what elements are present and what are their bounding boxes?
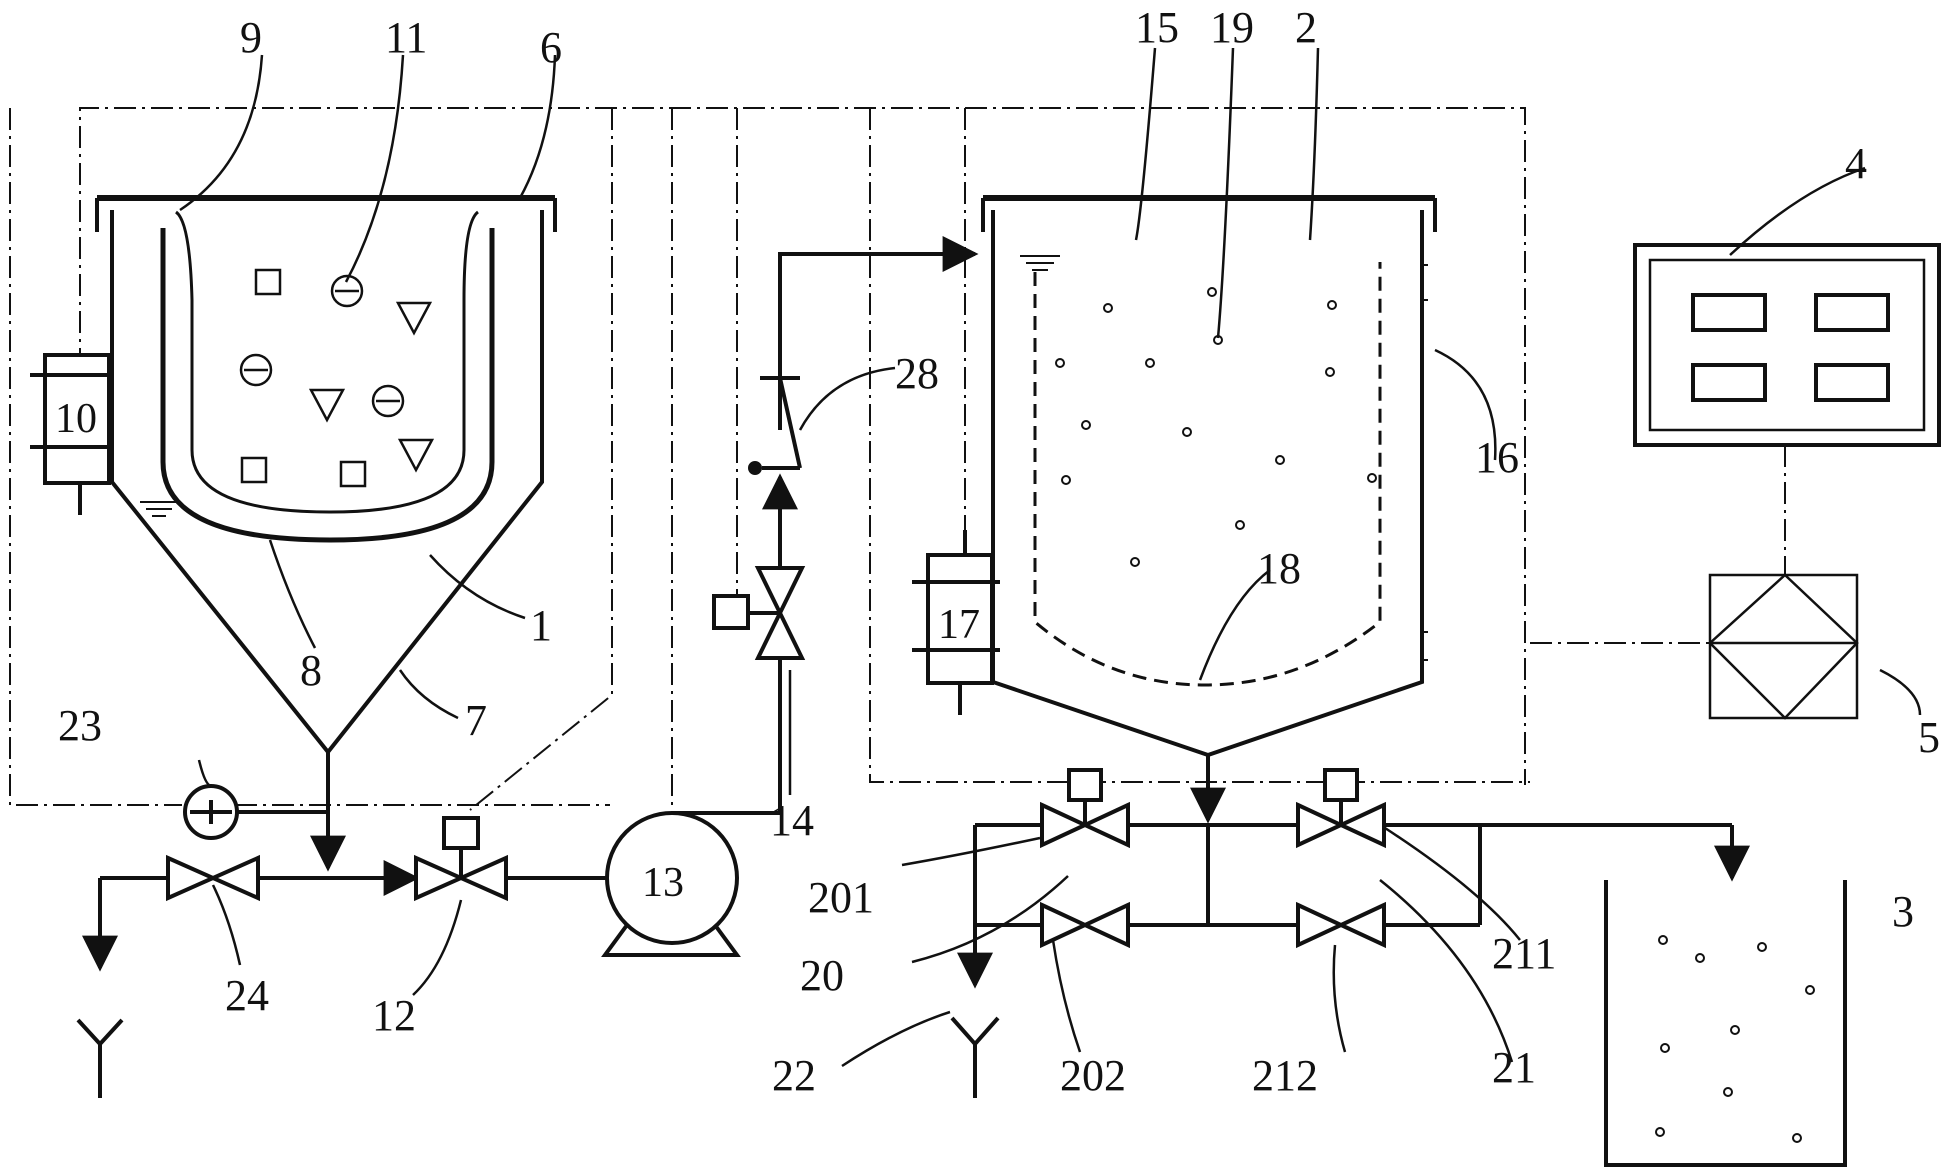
sensor-probe-10 <box>30 353 112 515</box>
label-12: 12 <box>372 991 416 1040</box>
label-20: 20 <box>800 951 844 1000</box>
label-19: 19 <box>1210 3 1254 52</box>
valve-211 <box>1296 768 1386 849</box>
solenoid-valve-14 <box>712 566 806 660</box>
particles-3 <box>1655 935 1815 1143</box>
leader-lines <box>179 47 1922 1068</box>
screen-18 <box>1033 262 1382 687</box>
label-6: 6 <box>540 23 562 72</box>
valve-24 <box>166 854 260 902</box>
label-7: 7 <box>465 696 487 745</box>
label-211: 211 <box>1492 929 1556 978</box>
label-8: 8 <box>300 646 322 695</box>
label-9: 9 <box>240 13 262 62</box>
label-3: 3 <box>1892 887 1914 936</box>
label-5: 5 <box>1918 713 1940 762</box>
label-11: 11 <box>385 13 427 62</box>
label-22: 22 <box>772 1051 816 1100</box>
piping-left <box>82 752 664 972</box>
control-signal-lines <box>9 107 1786 815</box>
valve-201 <box>1040 768 1130 849</box>
label-14: 14 <box>770 796 814 845</box>
label-13: 13 <box>642 860 684 906</box>
label-18: 18 <box>1257 544 1301 593</box>
waste-items <box>239 268 435 488</box>
side-wall-16 <box>1422 264 1428 661</box>
tank-2 <box>981 195 1437 758</box>
particles-19 <box>1055 287 1377 567</box>
water-level-tank-2 <box>1020 255 1060 271</box>
label-10: 10 <box>55 396 97 442</box>
valve-212 <box>1296 901 1386 949</box>
drain-22 <box>950 1016 1000 1098</box>
label-17: 17 <box>938 602 980 648</box>
label-201: 201 <box>808 873 874 922</box>
label-23: 23 <box>58 701 102 750</box>
check-valve-28 <box>748 236 979 568</box>
sensor-probe-17 <box>912 530 1000 715</box>
label-1: 1 <box>530 601 552 650</box>
label-24: 24 <box>225 971 269 1020</box>
drain-left <box>76 1018 124 1098</box>
label-4: 4 <box>1845 139 1867 188</box>
water-level-tank-1 <box>140 501 178 517</box>
labels: 1 2 3 4 5 6 7 8 9 10 11 12 13 14 15 16 1… <box>55 3 1940 1100</box>
pump-13 <box>601 660 782 957</box>
label-28: 28 <box>895 349 939 398</box>
label-212: 212 <box>1252 1051 1318 1100</box>
label-2: 2 <box>1295 3 1317 52</box>
container-3 <box>1604 880 1847 1167</box>
label-202: 202 <box>1060 1051 1126 1100</box>
converter-5 <box>1708 573 1859 720</box>
control-panel-4 <box>1633 243 1941 447</box>
label-21: 21 <box>1492 1043 1536 1092</box>
solenoid-valve-12 <box>414 816 508 902</box>
label-15: 15 <box>1135 3 1179 52</box>
valve-202 <box>1040 901 1130 949</box>
inner-basket-8 <box>160 210 495 543</box>
gauge-23 <box>183 784 239 840</box>
label-16: 16 <box>1475 433 1519 482</box>
